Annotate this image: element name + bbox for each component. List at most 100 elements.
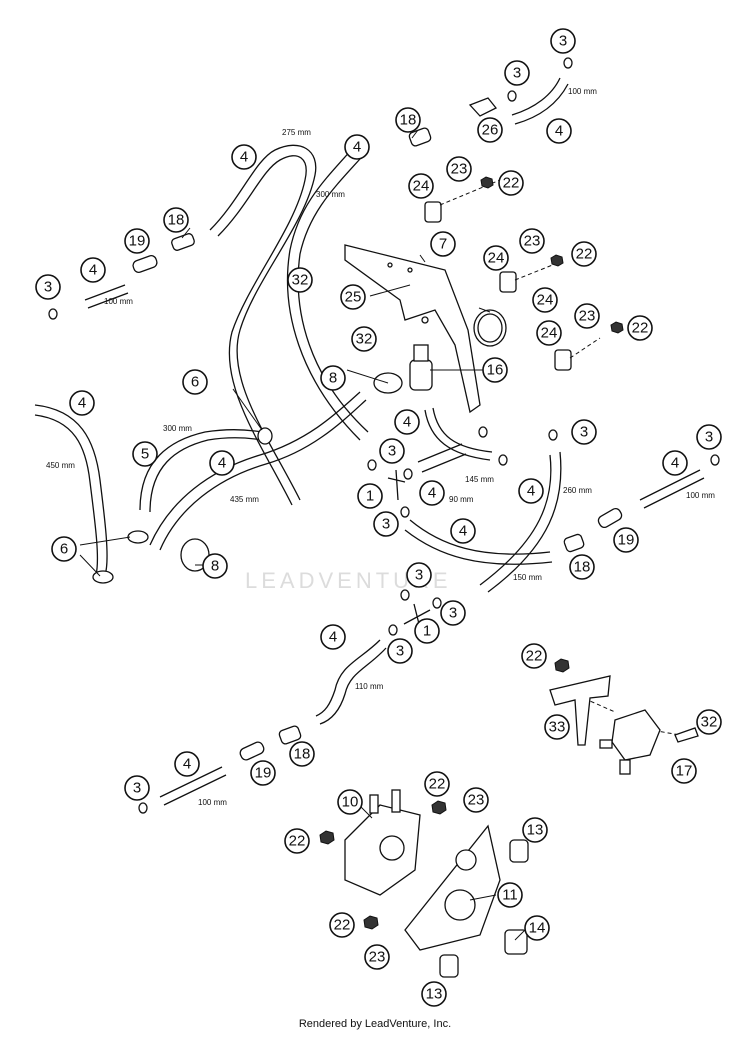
callout-21[interactable]: 23	[364, 944, 390, 970]
callout-26[interactable]: 32	[351, 326, 377, 352]
callout-4[interactable]: 4	[69, 390, 95, 416]
callout-4[interactable]: 4	[80, 257, 106, 283]
callout-20[interactable]: 22	[571, 241, 597, 267]
leader-lines	[79, 129, 526, 941]
hose-100mm-bottom	[159, 766, 227, 806]
callout-4[interactable]: 4	[394, 409, 420, 435]
callout-4[interactable]: 4	[231, 144, 257, 170]
hose-450mm	[34, 404, 108, 576]
measure-300mm-top: 300 mm	[316, 190, 345, 199]
callout-6[interactable]: 6	[51, 536, 77, 562]
callout-8[interactable]: 8	[202, 553, 228, 579]
callout-label: 18	[400, 112, 417, 129]
callout-33[interactable]: 33	[544, 714, 570, 740]
callout-1[interactable]: 1	[414, 618, 440, 644]
callout-26[interactable]: 32	[287, 267, 313, 293]
callout-3[interactable]: 3	[35, 274, 61, 300]
rubber-mount-lower	[554, 349, 572, 371]
callout-10[interactable]: 10	[337, 789, 363, 815]
callout-4[interactable]: 4	[209, 450, 235, 476]
callout-3[interactable]: 3	[571, 419, 597, 445]
callout-23[interactable]: 24	[532, 287, 558, 313]
callout-20[interactable]: 22	[627, 315, 653, 341]
callout-label: 4	[403, 414, 411, 431]
callout-4[interactable]: 4	[344, 134, 370, 160]
callout-20[interactable]: 22	[284, 828, 310, 854]
callout-14[interactable]: 14	[524, 915, 550, 941]
connector-19-left	[132, 255, 158, 273]
callout-16[interactable]: 16	[482, 357, 508, 383]
callout-4[interactable]: 4	[546, 118, 572, 144]
measure-100mm-right: 100 mm	[686, 491, 715, 500]
callout-13[interactable]: 13	[421, 981, 447, 1007]
callout-19[interactable]: 19	[250, 760, 276, 786]
callout-label: 32	[701, 714, 718, 731]
callout-11[interactable]: 11	[497, 882, 523, 908]
callout-label: 4	[671, 455, 679, 472]
callout-18[interactable]: 18	[569, 554, 595, 580]
callout-4[interactable]: 4	[518, 478, 544, 504]
callout-label: 32	[356, 331, 373, 348]
callout-21[interactable]: 23	[463, 787, 489, 813]
callout-18[interactable]: 18	[289, 741, 315, 767]
callout-22[interactable]: 24	[536, 320, 562, 346]
callout-20[interactable]: 22	[521, 643, 547, 669]
callout-label: 7	[439, 236, 447, 253]
callout-label: 33	[549, 719, 566, 736]
callout-4[interactable]: 4	[450, 518, 476, 544]
callout-24[interactable]: 25	[340, 284, 366, 310]
callout-label: 19	[255, 765, 272, 782]
callout-label: 1	[366, 488, 374, 505]
valve-bracket	[549, 675, 611, 746]
callout-21[interactable]: 23	[446, 156, 472, 182]
callout-label: 4	[353, 139, 361, 156]
callout-21[interactable]: 23	[519, 228, 545, 254]
callout-19[interactable]: 19	[613, 527, 639, 553]
callout-3[interactable]: 3	[124, 775, 150, 801]
callout-label: 4	[428, 485, 436, 502]
callout-3[interactable]: 3	[387, 638, 413, 664]
callout-3[interactable]: 3	[696, 424, 722, 450]
callout-label: 23	[369, 949, 386, 966]
callout-13[interactable]: 13	[522, 817, 548, 843]
callout-4[interactable]: 4	[662, 450, 688, 476]
callout-6[interactable]: 6	[182, 369, 208, 395]
callout-3[interactable]: 3	[550, 28, 576, 54]
callout-3[interactable]: 3	[379, 438, 405, 464]
callout-label: 18	[168, 212, 185, 229]
callout-18[interactable]: 18	[395, 107, 421, 133]
callout-1[interactable]: 1	[357, 483, 383, 509]
callout-32[interactable]: 32	[696, 709, 722, 735]
connector-18-bottom	[278, 725, 302, 745]
callout-18[interactable]: 18	[163, 207, 189, 233]
callout-label: 3	[449, 605, 457, 622]
callout-label: 4	[527, 483, 535, 500]
callout-25[interactable]: 26	[477, 117, 503, 143]
callout-20[interactable]: 22	[498, 170, 524, 196]
callout-3[interactable]: 3	[440, 600, 466, 626]
callout-3[interactable]: 3	[406, 562, 432, 588]
callout-label: 3	[396, 643, 404, 660]
callout-label: 4	[89, 262, 97, 279]
callout-label: 6	[60, 541, 68, 558]
connector-19-right	[597, 507, 623, 529]
callout-4[interactable]: 4	[419, 480, 445, 506]
callout-21[interactable]: 23	[574, 303, 600, 329]
callout-label: 22	[429, 776, 446, 793]
callout-4[interactable]: 4	[174, 751, 200, 777]
callout-label: 18	[294, 746, 311, 763]
callout-22[interactable]: 24	[483, 245, 509, 271]
callout-22[interactable]: 24	[408, 173, 434, 199]
callout-8[interactable]: 8	[320, 365, 346, 391]
callout-7[interactable]: 7	[430, 231, 456, 257]
callout-20[interactable]: 22	[329, 912, 355, 938]
callout-3[interactable]: 3	[504, 60, 530, 86]
callout-17[interactable]: 17	[671, 758, 697, 784]
callout-4[interactable]: 4	[320, 624, 346, 650]
callout-19[interactable]: 19	[124, 228, 150, 254]
hose-clip-6-mid	[257, 427, 273, 445]
callout-5[interactable]: 5	[132, 441, 158, 467]
callout-3[interactable]: 3	[373, 511, 399, 537]
callout-20[interactable]: 22	[424, 771, 450, 797]
pump-bracket-plate	[404, 824, 501, 951]
